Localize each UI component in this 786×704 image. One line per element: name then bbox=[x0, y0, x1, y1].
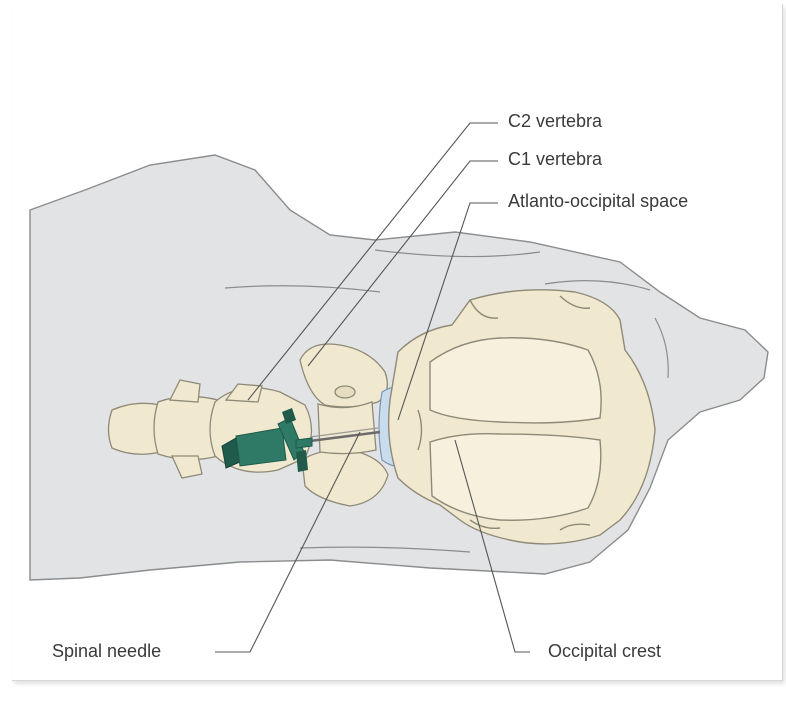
label-occipital-crest: Occipital crest bbox=[548, 641, 661, 661]
label-c2-vertebra: C2 vertebra bbox=[508, 111, 603, 131]
label-c1-vertebra: C1 vertebra bbox=[508, 149, 603, 169]
label-spinal-needle: Spinal needle bbox=[52, 641, 161, 661]
diagram: C2 vertebra C1 vertebra Atlanto-occipita… bbox=[12, 4, 782, 680]
label-atlanto-occipital-space: Atlanto-occipital space bbox=[508, 191, 688, 211]
figure-frame: C2 vertebra C1 vertebra Atlanto-occipita… bbox=[12, 4, 783, 681]
